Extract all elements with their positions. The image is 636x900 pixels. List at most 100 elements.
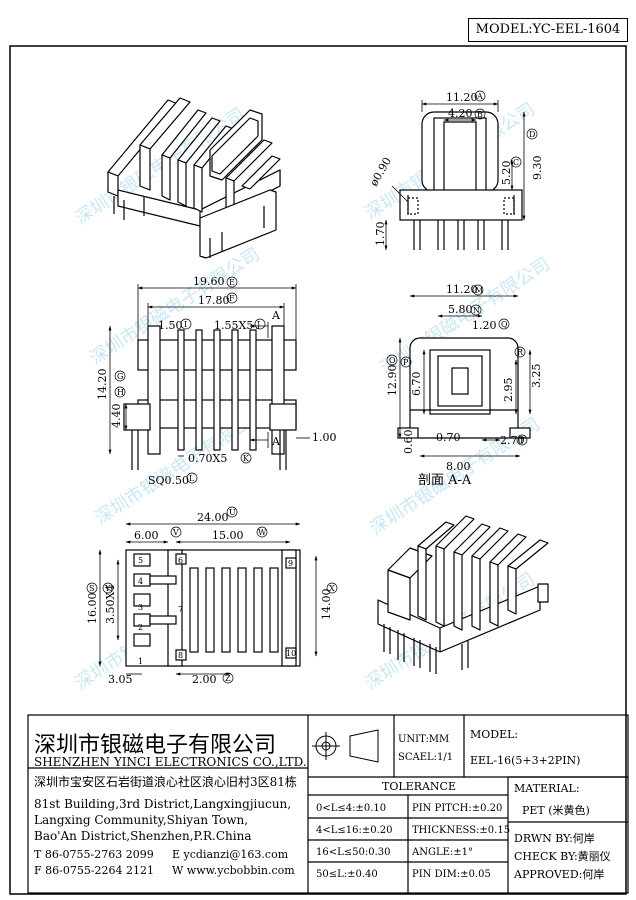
ref-label: Q [501, 320, 508, 329]
dim-gap: 2.00 [192, 673, 217, 686]
dim-d1: 2.95 [502, 378, 515, 403]
dim-inner: 4.20 [448, 107, 473, 120]
tel: T 86-0755-2763 2099 [34, 848, 154, 861]
pin-number: 8 [178, 651, 183, 660]
bottom-view [125, 549, 301, 667]
title-block-grid [27, 714, 629, 894]
address-cn: 深圳市宝安区石岩街道浪心社区浪心旧村3区81栋 [34, 774, 297, 789]
dim-inner: 5.80 [448, 303, 473, 316]
ref-label: K [243, 454, 250, 463]
dim-width: 11.20 [446, 283, 478, 296]
dim-width: 11.20 [446, 91, 478, 104]
address-en-line: Bao'An District,Shenzhen,P.R.China [34, 829, 252, 843]
pin-number: 7 [178, 605, 183, 614]
model-value: EEL-16(5+3+2PIN) [470, 754, 580, 767]
section-mark: A [271, 309, 281, 322]
section-refs: M N Q O P R T [386, 284, 528, 446]
ref-label: S [89, 584, 94, 593]
website: W www.ycbobbin.com [172, 864, 295, 877]
tolerance-item: ANGLE:±1° [411, 847, 473, 858]
dim-h: 9.30 [531, 156, 544, 181]
tolerance-item: PIN PITCH:±0.20 [412, 803, 502, 814]
material-label: MATERIAL: [514, 782, 580, 795]
company-name-cn: 深圳市银磁电子有限公司 [34, 733, 276, 758]
pin-number: 10 [286, 649, 296, 658]
pin-number: 9 [288, 559, 293, 568]
front-view-refs: E F I J G H K L [114, 276, 266, 484]
section-mark: A [271, 435, 281, 448]
pin-number: 5 [138, 556, 143, 565]
bottom-view-refs: U V W S Y X Z [86, 506, 338, 684]
ref-label: Z [225, 674, 231, 683]
ref-label: M [475, 286, 483, 295]
dim-pins: 3.50X4 [104, 585, 117, 624]
tolerance-item: 4<L≤16:±0.20 [316, 825, 393, 836]
dim-left: 1.50 [158, 319, 183, 332]
iso-view-top [107, 97, 281, 259]
dim-outer-h: 12.90 [386, 365, 399, 397]
dim-base: 8.00 [446, 460, 471, 473]
dim-flange: 17.80 [198, 294, 230, 307]
section-view [397, 337, 531, 439]
dim-wall: 1.20 [472, 319, 497, 332]
bottom-view-dims [98, 522, 318, 676]
ref-label: E [229, 278, 235, 287]
ref-label: F [229, 294, 235, 303]
ref-label: W [258, 528, 267, 537]
ref-label: G [117, 372, 123, 381]
company-name-en: SHENZHEN YINCI ELECTRONICS CO.,LTD. [34, 755, 307, 769]
side-view [399, 111, 523, 250]
title-block-text: 深圳市银磁电子有限公司 SHENZHEN YINCI ELECTRONICS C… [34, 728, 611, 881]
dim-pin-dia: ø0.90 [367, 155, 394, 188]
section-dims [398, 294, 532, 458]
email: E ycdianzi@163.com [172, 848, 289, 861]
ref-label: N [473, 306, 480, 315]
address-en-line: 81st Building,3rd District,Langxingjiucu… [34, 797, 291, 811]
dim-total: 24.00 [197, 511, 229, 524]
ref-label: I [184, 320, 187, 329]
dim-foot: 1.70 [374, 222, 387, 247]
check-by: CHECK BY:黄丽仪 [514, 849, 611, 863]
dim-foot: 0.60 [402, 430, 415, 455]
dim-c: 5.20 [500, 161, 513, 186]
projection-symbol [312, 729, 379, 763]
address-en-line: Langxing Community,Shiyan Town, [34, 813, 248, 827]
ref-label: J [256, 320, 260, 329]
ref-label: U [229, 508, 236, 517]
approved: APPROVED:何岸 [513, 868, 604, 881]
model-label: MODEL: [470, 728, 518, 741]
ref-label: L [189, 474, 195, 483]
fax: F 86-0755-2264 2121 [34, 864, 154, 877]
dim-sq: SQ0.50 [148, 474, 189, 487]
bottom-view-labels: 24.00 6.00 15.00 16.00 3.50X4 14.00 3.05… [86, 511, 333, 686]
ref-label: V [172, 528, 179, 537]
unit: UNIT:MM [398, 734, 449, 745]
ref-label: P [403, 358, 409, 367]
dim-rib: 0.70X5 [188, 452, 227, 465]
tolerance-item: 50≤L:±0.40 [316, 869, 378, 880]
drawn-by: DRWN BY:何岸 [514, 832, 595, 845]
ref-label: Y [104, 584, 111, 593]
pin-number: 3 [138, 603, 143, 612]
ref-label: T [519, 436, 525, 445]
dim-d2: 3.25 [530, 364, 543, 389]
pin-number: 2 [138, 623, 143, 632]
ref-label: D [529, 130, 535, 139]
scale: SCAEL:1/1 [398, 752, 453, 763]
ref-label: H [117, 388, 124, 397]
section-labels: 11.20 5.80 1.20 12.90 6.70 2.95 3.25 0.6… [386, 283, 543, 488]
material-value: PET (米黄色) [522, 803, 590, 817]
ref-label: R [517, 348, 524, 357]
dim-left: 6.00 [134, 529, 159, 542]
dim-foot: 3.05 [108, 673, 133, 686]
side-view-dims [384, 100, 526, 251]
dim-right: 1.00 [312, 431, 337, 444]
dim-pin-h: 4.40 [110, 404, 123, 429]
ref-label: X [329, 584, 335, 593]
tolerance-title: TOLERANCE [382, 780, 456, 793]
ref-label: C [513, 158, 519, 167]
sheet-border [9, 45, 627, 895]
dim-slots: 1.55X5 [214, 319, 253, 332]
pin-number: 6 [178, 556, 183, 565]
